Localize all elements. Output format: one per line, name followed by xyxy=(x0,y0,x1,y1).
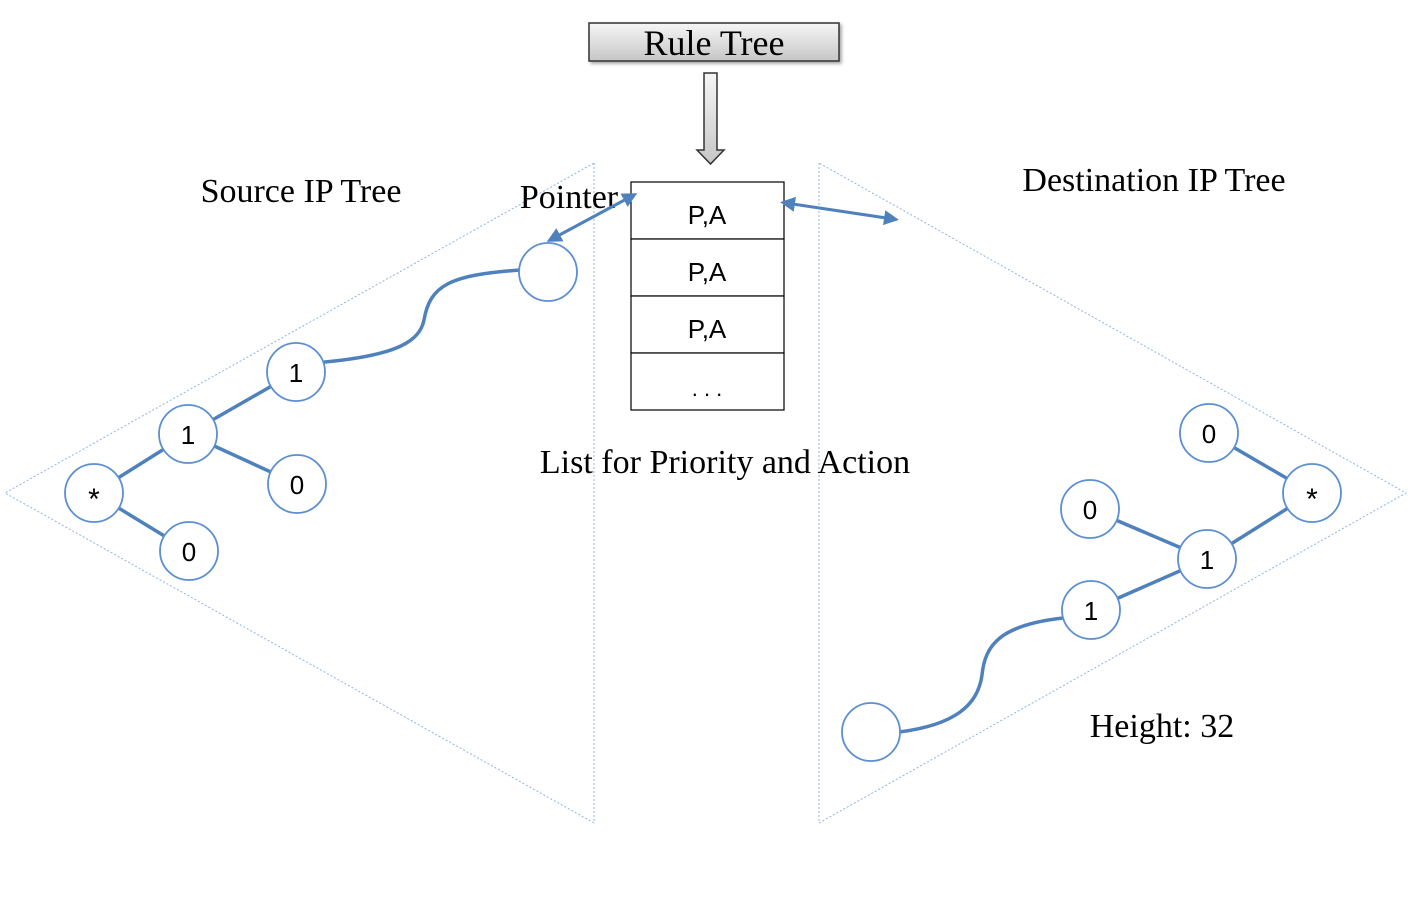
tree-node-label: 0 xyxy=(1083,495,1097,525)
tree-node-label: * xyxy=(88,483,100,516)
tree-node-label: 1 xyxy=(289,358,303,388)
source-tree: * 1 0 1 0 xyxy=(64,242,578,581)
destination-tree: * 0 1 0 1 xyxy=(841,403,1342,762)
destination-tree-label: Destination IP Tree xyxy=(1022,162,1285,199)
down-arrow-icon xyxy=(695,72,726,166)
source-tree-label: Source IP Tree xyxy=(201,173,402,210)
tree-node: * xyxy=(1282,463,1342,523)
priority-action-list: P,A P,A P,A . . . xyxy=(630,181,785,411)
list-cell-text: P,A xyxy=(688,314,727,344)
tree-node: 0 xyxy=(267,454,327,514)
rule-tree-title: Rule Tree xyxy=(643,23,784,63)
tree-node-label: 1 xyxy=(181,420,195,450)
tree-node-label: 0 xyxy=(1202,419,1216,449)
source-tree-triangle xyxy=(3,162,595,824)
tree-node: 0 xyxy=(159,521,219,581)
destination-tree-triangle xyxy=(818,162,1408,824)
list-cell xyxy=(630,352,785,411)
tree-node: 1 xyxy=(1061,580,1121,640)
pointer-arrow-source xyxy=(546,193,638,242)
tree-node: 1 xyxy=(1177,529,1237,589)
list-caption: List for Priority and Action xyxy=(540,444,910,481)
tree-node: * xyxy=(64,463,124,523)
tree-node: 1 xyxy=(266,342,326,402)
list-cell-text: P,A xyxy=(688,257,727,287)
tree-node-label: * xyxy=(1306,483,1318,516)
tree-node-label: 1 xyxy=(1200,545,1214,575)
tree-edge-curve xyxy=(323,268,522,364)
tree-node-leaf xyxy=(518,242,578,302)
tree-node: 0 xyxy=(1179,403,1239,463)
pointer-arrow-destination xyxy=(780,196,899,226)
tree-node: 1 xyxy=(158,404,218,464)
tree-node-leaf xyxy=(841,702,901,762)
tree-edge-curve xyxy=(897,616,1065,734)
rule-tree-title-box: Rule Tree xyxy=(588,22,840,63)
tree-node-label: 0 xyxy=(290,470,304,500)
list-cell-text: P,A xyxy=(688,200,727,230)
tree-node-label: 0 xyxy=(182,537,196,567)
tree-node-label: 1 xyxy=(1084,596,1098,626)
tree-node: 0 xyxy=(1060,479,1120,539)
list-cell-text: . . . xyxy=(692,376,723,401)
height-label: Height: 32 xyxy=(1090,708,1234,745)
